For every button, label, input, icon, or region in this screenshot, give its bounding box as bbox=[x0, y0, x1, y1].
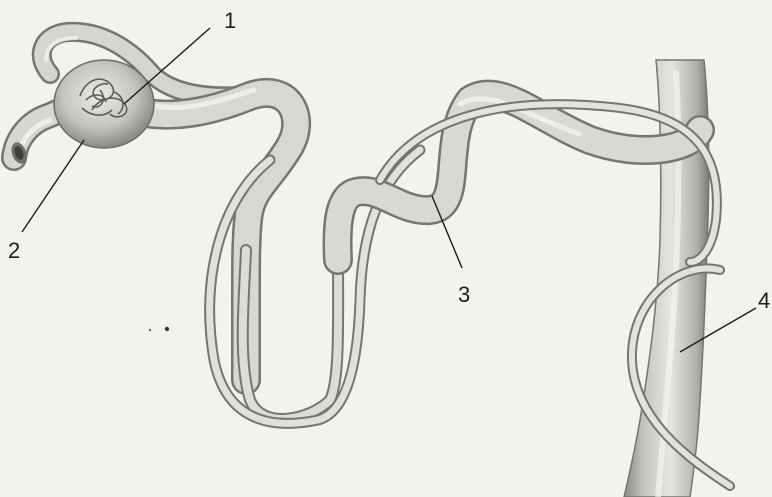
speck bbox=[165, 327, 169, 331]
glomerular-capsule bbox=[54, 60, 154, 148]
label-4: 4 bbox=[758, 288, 770, 313]
speck bbox=[149, 329, 151, 331]
label-1: 1 bbox=[224, 8, 236, 33]
label-3: 3 bbox=[458, 282, 470, 307]
label-2: 2 bbox=[8, 238, 20, 263]
